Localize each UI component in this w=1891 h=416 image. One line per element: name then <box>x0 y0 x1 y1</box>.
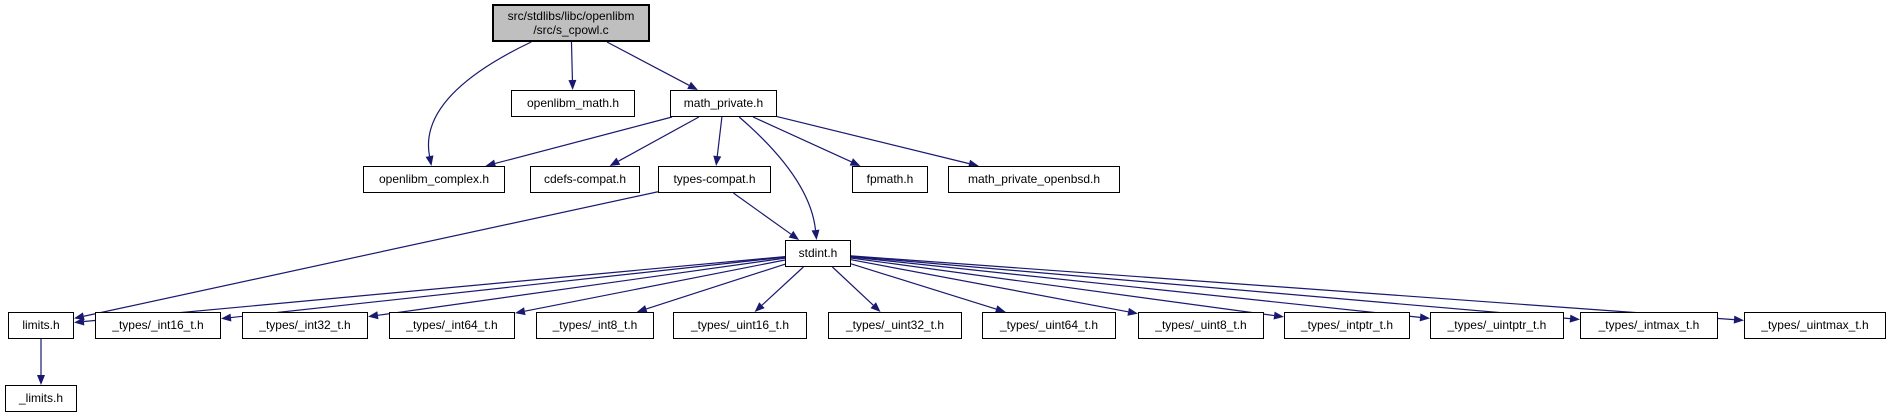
edge-stdint-to-int32 <box>377 257 786 316</box>
edge-stdint-to-uint16 <box>761 266 804 306</box>
node-types-intptr-t-h[interactable]: _types/_intptr_t.h <box>1284 312 1410 339</box>
arrowhead-stdint-to-uint64 <box>994 305 1006 313</box>
node-math-private-openbsd-h[interactable]: math_private_openbsd.h <box>948 166 1120 193</box>
edge-stdint-to-int8 <box>646 263 786 310</box>
arrowhead-math_private-to-openlibm_complex <box>485 159 497 168</box>
node-s-cpowl-c: src/stdlibs/libc/openlibm /src/s_cpowl.c <box>492 4 650 42</box>
edge-stdint-to-int64 <box>524 259 786 312</box>
node-types-uintptr-t-h[interactable]: _types/_uintptr_t.h <box>1430 312 1564 339</box>
arrowhead-stdint-to-limits <box>74 317 85 326</box>
arrowhead-stdint-to-uint16 <box>754 302 765 312</box>
arrowhead-math_private-to-fpmath <box>849 158 861 166</box>
arrowhead-stdint-to-int64 <box>515 307 526 316</box>
node-openlibm-math-h[interactable]: openlibm_math.h <box>511 90 635 117</box>
node-math-private-h[interactable]: math_private.h <box>670 90 777 117</box>
edge-stdint-to-uintmax <box>850 255 1735 321</box>
node-fpmath-h[interactable]: fpmath.h <box>852 166 928 193</box>
edge-stdint-to-limits <box>83 255 786 323</box>
arrowhead-s_cpowl-to-openlibm_complex <box>425 155 434 166</box>
edge-s_cpowl-to-math_private <box>606 41 690 86</box>
edge-stdint-to-uint64 <box>850 263 997 310</box>
node-types-uint16-t-h[interactable]: _types/_uint16_t.h <box>673 312 807 339</box>
node-types-uint8-t-h[interactable]: _types/_uint8_t.h <box>1138 312 1264 339</box>
node-stdint-h[interactable]: stdint.h <box>785 240 851 267</box>
arrowhead-stdint-to-int16 <box>221 313 232 322</box>
node-types-uint64-t-h[interactable]: _types/_uint64_t.h <box>982 312 1116 339</box>
arrowhead-stdint-to-int32 <box>368 311 379 320</box>
edge-stdint-to-uintptr <box>850 256 1421 318</box>
node-types-uintmax-t-h[interactable]: _types/_uintmax_t.h <box>1744 312 1886 339</box>
arrowhead-math_private-to-math_private_openbsd <box>968 159 979 168</box>
node-limits-h[interactable]: limits.h <box>8 312 74 339</box>
edge-math_private-to-fpmath <box>752 116 852 163</box>
edge-types_compat-to-stdint <box>733 192 792 235</box>
edge-math_private-to-cdefs_compat <box>618 116 700 162</box>
arrowhead-math_private-to-types_compat <box>713 155 722 166</box>
node-types-int8-t-h[interactable]: _types/_int8_t.h <box>536 312 654 339</box>
arrowhead-math_private-to-stdint <box>811 229 820 240</box>
edge-math_private-to-math_private_openbsd <box>776 116 970 165</box>
node-types-uint32-t-h[interactable]: _types/_uint32_t.h <box>828 312 962 339</box>
node-types-int16-t-h[interactable]: _types/_int16_t.h <box>95 312 221 339</box>
arrowhead-s_cpowl-to-math_private <box>687 81 698 90</box>
edge-stdint-to-intmax <box>850 255 1571 320</box>
arrowhead-types_compat-to-limits <box>74 312 85 321</box>
arrowhead-stdint-to-uint32 <box>870 302 881 312</box>
arrowhead-types_compat-to-stdint <box>788 230 800 240</box>
edge-types_compat-to-limits <box>83 191 659 317</box>
arrowhead-math_private-to-cdefs_compat <box>609 157 621 166</box>
edge-s_cpowl-to-openlibm_math <box>570 41 574 81</box>
edge-stdint-to-uint8 <box>850 259 1129 313</box>
arrowhead-stdint-to-uintptr <box>1419 313 1430 322</box>
edge-stdint-to-uint32 <box>832 266 874 306</box>
edge-math_private-to-types_compat <box>716 116 723 157</box>
node-types-int64-t-h[interactable]: _types/_int64_t.h <box>389 312 515 339</box>
node-types-int32-t-h[interactable]: _types/_int32_t.h <box>242 312 368 339</box>
node-underscore-limits-h[interactable]: _limits.h <box>5 385 77 412</box>
node-openlibm-complex-h[interactable]: openlibm_complex.h <box>363 166 505 193</box>
node-types-compat-h[interactable]: types-compat.h <box>658 166 771 193</box>
arrowhead-stdint-to-uintmax <box>1733 315 1744 324</box>
node-types-intmax-t-h[interactable]: _types/_intmax_t.h <box>1580 312 1718 339</box>
arrowhead-s_cpowl-to-openlibm_math <box>568 79 577 90</box>
edge-stdint-to-int16 <box>230 256 786 319</box>
edge-s_cpowl-to-openlibm_complex <box>427 41 532 157</box>
node-cdefs-compat-h[interactable]: cdefs-compat.h <box>530 166 640 193</box>
arrowhead-stdint-to-uint8 <box>1127 307 1138 316</box>
arrowhead-limits-to-_limits <box>37 375 45 385</box>
edge-stdint-to-intptr <box>850 257 1275 317</box>
arrowhead-stdint-to-intmax <box>1569 314 1580 323</box>
arrowhead-stdint-to-intptr <box>1273 311 1284 320</box>
arrowhead-stdint-to-int8 <box>636 305 648 313</box>
edge-math_private-to-stdint <box>738 116 817 231</box>
edge-math_private-to-openlibm_complex <box>494 116 673 165</box>
